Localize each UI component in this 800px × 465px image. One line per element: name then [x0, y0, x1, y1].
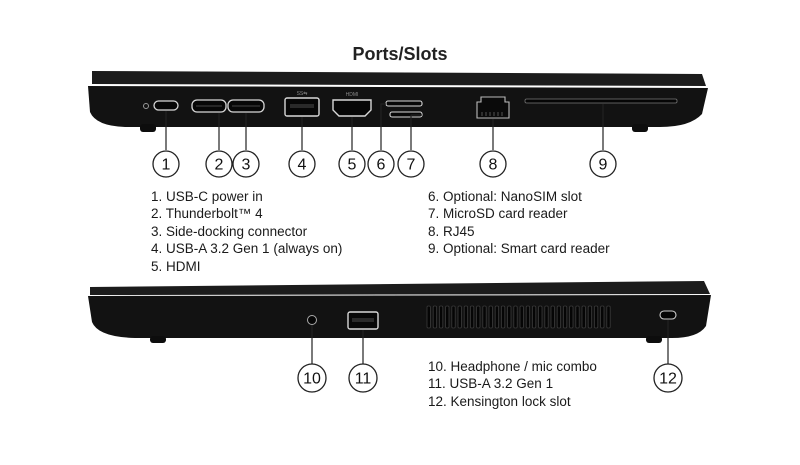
- vent-slot: [488, 305, 493, 329]
- vent-slot: [575, 305, 580, 329]
- svg-text:8: 8: [489, 157, 498, 174]
- vent-slot: [451, 305, 456, 329]
- audio-jack-icon: [307, 315, 317, 325]
- vent-slot: [532, 305, 537, 329]
- laptop-base-right: [88, 295, 711, 338]
- vent-slot: [600, 305, 605, 329]
- laptop-foot: [140, 124, 156, 132]
- vent-slot: [594, 305, 599, 329]
- legend-item: 8. RJ45: [428, 223, 475, 239]
- vent-slot: [438, 305, 444, 329]
- svg-text:9: 9: [599, 157, 608, 174]
- svg-text:3: 3: [242, 157, 251, 174]
- svg-text:SS⇆: SS⇆: [297, 91, 308, 97]
- svg-text:6: 6: [377, 157, 386, 174]
- callout-9: 9: [589, 150, 617, 178]
- vent-slot: [426, 305, 431, 329]
- vent-slot: [513, 305, 518, 329]
- callout-2: 2: [205, 150, 233, 178]
- leader-lines-top: [165, 103, 604, 150]
- legend-top-right: 6. Optional: NanoSIM slot 7. MicroSD car…: [428, 188, 610, 258]
- callout-5: 5: [338, 150, 366, 178]
- rj45-port-icon: [476, 96, 510, 119]
- callout-7: 7: [397, 150, 425, 178]
- leader-lines-bottom: [311, 320, 669, 364]
- vent-slot: [519, 305, 524, 329]
- svg-text:7: 7: [407, 157, 416, 174]
- vent-slot: [606, 305, 611, 329]
- laptop-foot: [632, 124, 648, 132]
- vent-slot: [463, 305, 469, 329]
- callouts-top: 1 2 3 4 5 6 7 8 9: [152, 150, 617, 178]
- vent-slot: [550, 305, 555, 329]
- vent-slot: [445, 305, 450, 329]
- callout-8: 8: [479, 150, 507, 178]
- usb-c-port-icon: [153, 100, 179, 111]
- callout-12: 12: [653, 363, 683, 393]
- legend-item: 5. HDMI: [151, 258, 201, 274]
- callouts-bottom: 10 11 12: [297, 363, 683, 393]
- svg-text:12: 12: [659, 371, 677, 388]
- callout-10: 10: [297, 363, 327, 393]
- page-title: Ports/Slots: [352, 44, 448, 64]
- legend-item: 4. USB-A 3.2 Gen 1 (always on): [151, 241, 343, 257]
- legend-top-left: 1. USB-C power in 2. Thunderbolt™ 4 3. S…: [151, 188, 342, 275]
- legend-item: 6. Optional: NanoSIM slot: [428, 189, 582, 204]
- vent-slot: [507, 305, 512, 329]
- callout-3: 3: [232, 150, 260, 178]
- vent-slot: [482, 305, 487, 329]
- callout-4: 4: [288, 150, 316, 178]
- svg-text:HDMI: HDMI: [346, 92, 359, 98]
- vent-slot: [587, 305, 593, 329]
- vent-slot: [525, 305, 531, 329]
- legend-item: 2. Thunderbolt™ 4: [151, 206, 263, 222]
- legend-item: 9. Optional: Smart card reader: [428, 241, 610, 257]
- vent-slot: [494, 305, 500, 329]
- legend-item: 10. Headphone / mic combo: [428, 359, 597, 374]
- laptop-lid-left: [92, 71, 706, 86]
- vent-slot: [476, 305, 481, 329]
- legend-item: 7. MicroSD card reader: [428, 206, 568, 222]
- callout-6: 6: [367, 150, 395, 178]
- vent-slot: [457, 305, 462, 329]
- vent-slot: [544, 305, 549, 329]
- nanosim-slot-icon: [385, 100, 423, 107]
- svg-text:4: 4: [298, 157, 307, 174]
- cooling-vent: [426, 305, 611, 329]
- laptop-left-side-view: SS⇆ HDMI: [88, 71, 708, 132]
- svg-text:1: 1: [162, 157, 171, 174]
- legend-item: 3. Side-docking connector: [151, 223, 308, 239]
- legend-item: 1. USB-C power in: [151, 189, 263, 204]
- laptop-right-side-view: [88, 281, 711, 343]
- svg-text:11: 11: [355, 371, 372, 388]
- svg-text:2: 2: [215, 157, 224, 174]
- vent-slot: [538, 305, 543, 329]
- legend-bottom: 10. Headphone / mic combo 11. USB-A 3.2 …: [428, 358, 597, 410]
- callout-1: 1: [152, 150, 180, 178]
- vent-slot: [556, 305, 562, 329]
- vent-slot: [432, 305, 438, 329]
- smartcard-slot-icon: [524, 98, 678, 104]
- vent-slot: [581, 305, 586, 329]
- svg-text:5: 5: [348, 157, 357, 174]
- hdmi-port-icon: [332, 99, 372, 117]
- vent-slot: [563, 305, 568, 329]
- kensington-slot-icon: [659, 310, 677, 320]
- laptop-foot: [646, 336, 662, 343]
- power-led-icon: [143, 103, 149, 109]
- vent-slot: [569, 305, 574, 329]
- vent-slot: [469, 305, 475, 329]
- laptop-foot: [150, 336, 166, 343]
- legend-item: 12. Kensington lock slot: [428, 393, 571, 409]
- callout-11: 11: [348, 363, 378, 393]
- vent-slot: [500, 305, 506, 329]
- svg-text:10: 10: [303, 371, 321, 388]
- legend-item: 11. USB-A 3.2 Gen 1: [428, 376, 554, 392]
- laptop-lid-right: [90, 281, 710, 295]
